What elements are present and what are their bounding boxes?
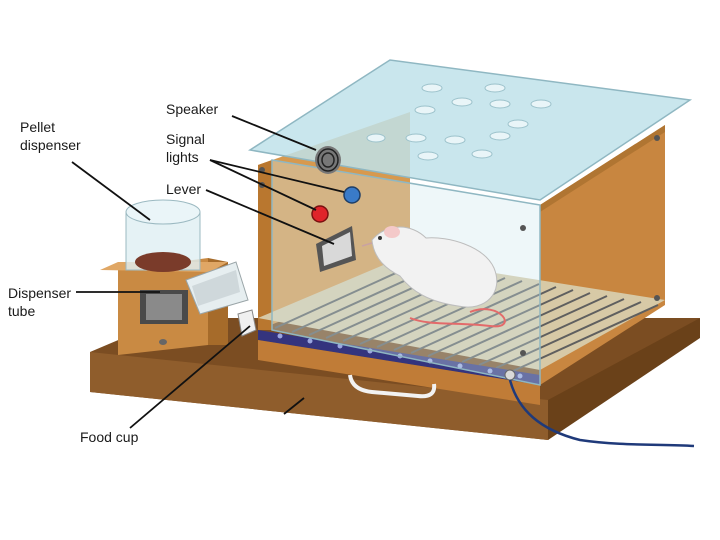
label-pellet-dispenser: Pellet dispenser xyxy=(20,118,81,154)
label-signal-lights-line1: Signal xyxy=(166,131,205,147)
speaker-icon xyxy=(315,146,341,174)
rat-figure xyxy=(361,226,506,328)
label-speaker: Speaker xyxy=(166,101,219,117)
label-signal-lights-line2: lights xyxy=(166,149,199,165)
label-food-cup: Food cup xyxy=(80,429,139,445)
leader-lines xyxy=(71,115,345,429)
label-dispenser-tube-line2: tube xyxy=(8,303,36,319)
food-cup xyxy=(237,309,257,337)
pellet-dispenser xyxy=(125,199,201,324)
label-signal-lights: Signal lights xyxy=(166,130,205,166)
dispenser-tube xyxy=(185,261,249,315)
label-pellet-dispenser-line1: Pellet xyxy=(20,119,56,135)
label-dispenser-tube-line1: Dispenser xyxy=(8,285,72,301)
label-lever: Lever xyxy=(166,181,202,197)
label-pellet-dispenser-line2: dispenser xyxy=(20,137,81,153)
waste-drawer xyxy=(258,340,540,405)
label-dispenser-tube: Dispenser tube xyxy=(8,284,71,320)
lever xyxy=(316,226,356,272)
screws xyxy=(259,135,660,356)
glass-lid xyxy=(247,59,693,201)
cable xyxy=(504,369,695,448)
chamber-floor xyxy=(258,258,665,370)
